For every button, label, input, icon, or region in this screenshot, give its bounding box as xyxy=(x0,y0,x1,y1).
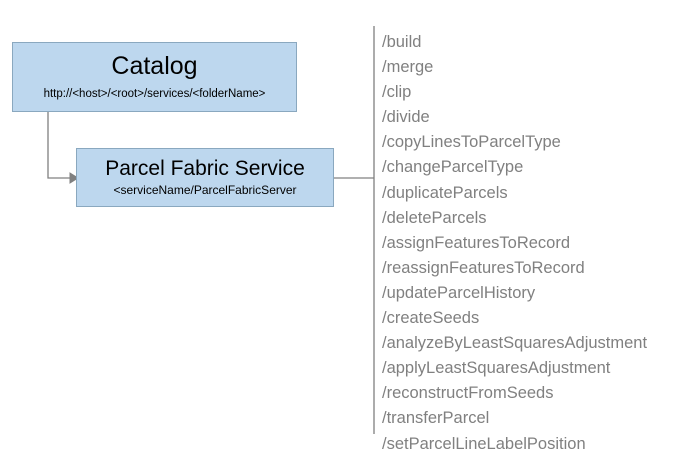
operations-list: /build/merge/clip/divide/copyLinesToParc… xyxy=(382,30,682,457)
operation-item[interactable]: /deleteParcels xyxy=(382,208,487,227)
operation-item[interactable]: /changeParcelType xyxy=(382,158,524,177)
operation-item[interactable]: /analyzeByLeastSquaresAdjustment xyxy=(382,334,648,353)
catalog-node[interactable]: Catalog http://<host>/<root>/services/<f… xyxy=(12,42,297,112)
parcel-fabric-service-node[interactable]: Parcel Fabric Service <serviceName/Parce… xyxy=(76,148,334,207)
operation-item[interactable]: /transferParcel xyxy=(382,409,490,428)
operation-item[interactable]: /applyLeastSquaresAdjustment xyxy=(382,359,611,378)
operation-item[interactable]: /divide xyxy=(382,108,430,127)
operation-item[interactable]: /merge xyxy=(382,58,434,77)
operation-item[interactable]: /createSeeds xyxy=(382,309,480,328)
operation-item[interactable]: /build xyxy=(382,33,422,51)
diagram-canvas: Catalog http://<host>/<root>/services/<f… xyxy=(12,26,647,453)
operation-item[interactable]: /assignFeaturesToRecord xyxy=(382,233,571,252)
service-node-path: <serviceName/ParcelFabricServer xyxy=(113,183,297,198)
operation-item[interactable]: /duplicateParcels xyxy=(382,183,508,202)
operation-item[interactable]: /setParcelLineLabelPosition xyxy=(382,434,586,453)
operation-item[interactable]: /updateParcelHistory xyxy=(382,283,536,302)
service-node-title: Parcel Fabric Service xyxy=(105,157,305,181)
connector-catalog-to-service xyxy=(47,112,70,179)
operation-item[interactable]: /copyLinesToParcelType xyxy=(382,133,561,152)
operation-item[interactable]: /reassignFeaturesToRecord xyxy=(382,258,585,277)
operation-item[interactable]: /reconstructFromSeeds xyxy=(382,384,554,403)
operation-item[interactable]: /clip xyxy=(382,83,412,102)
catalog-node-url: http://<host>/<root>/services/<folderNam… xyxy=(43,87,266,100)
catalog-node-title: Catalog xyxy=(111,52,198,81)
